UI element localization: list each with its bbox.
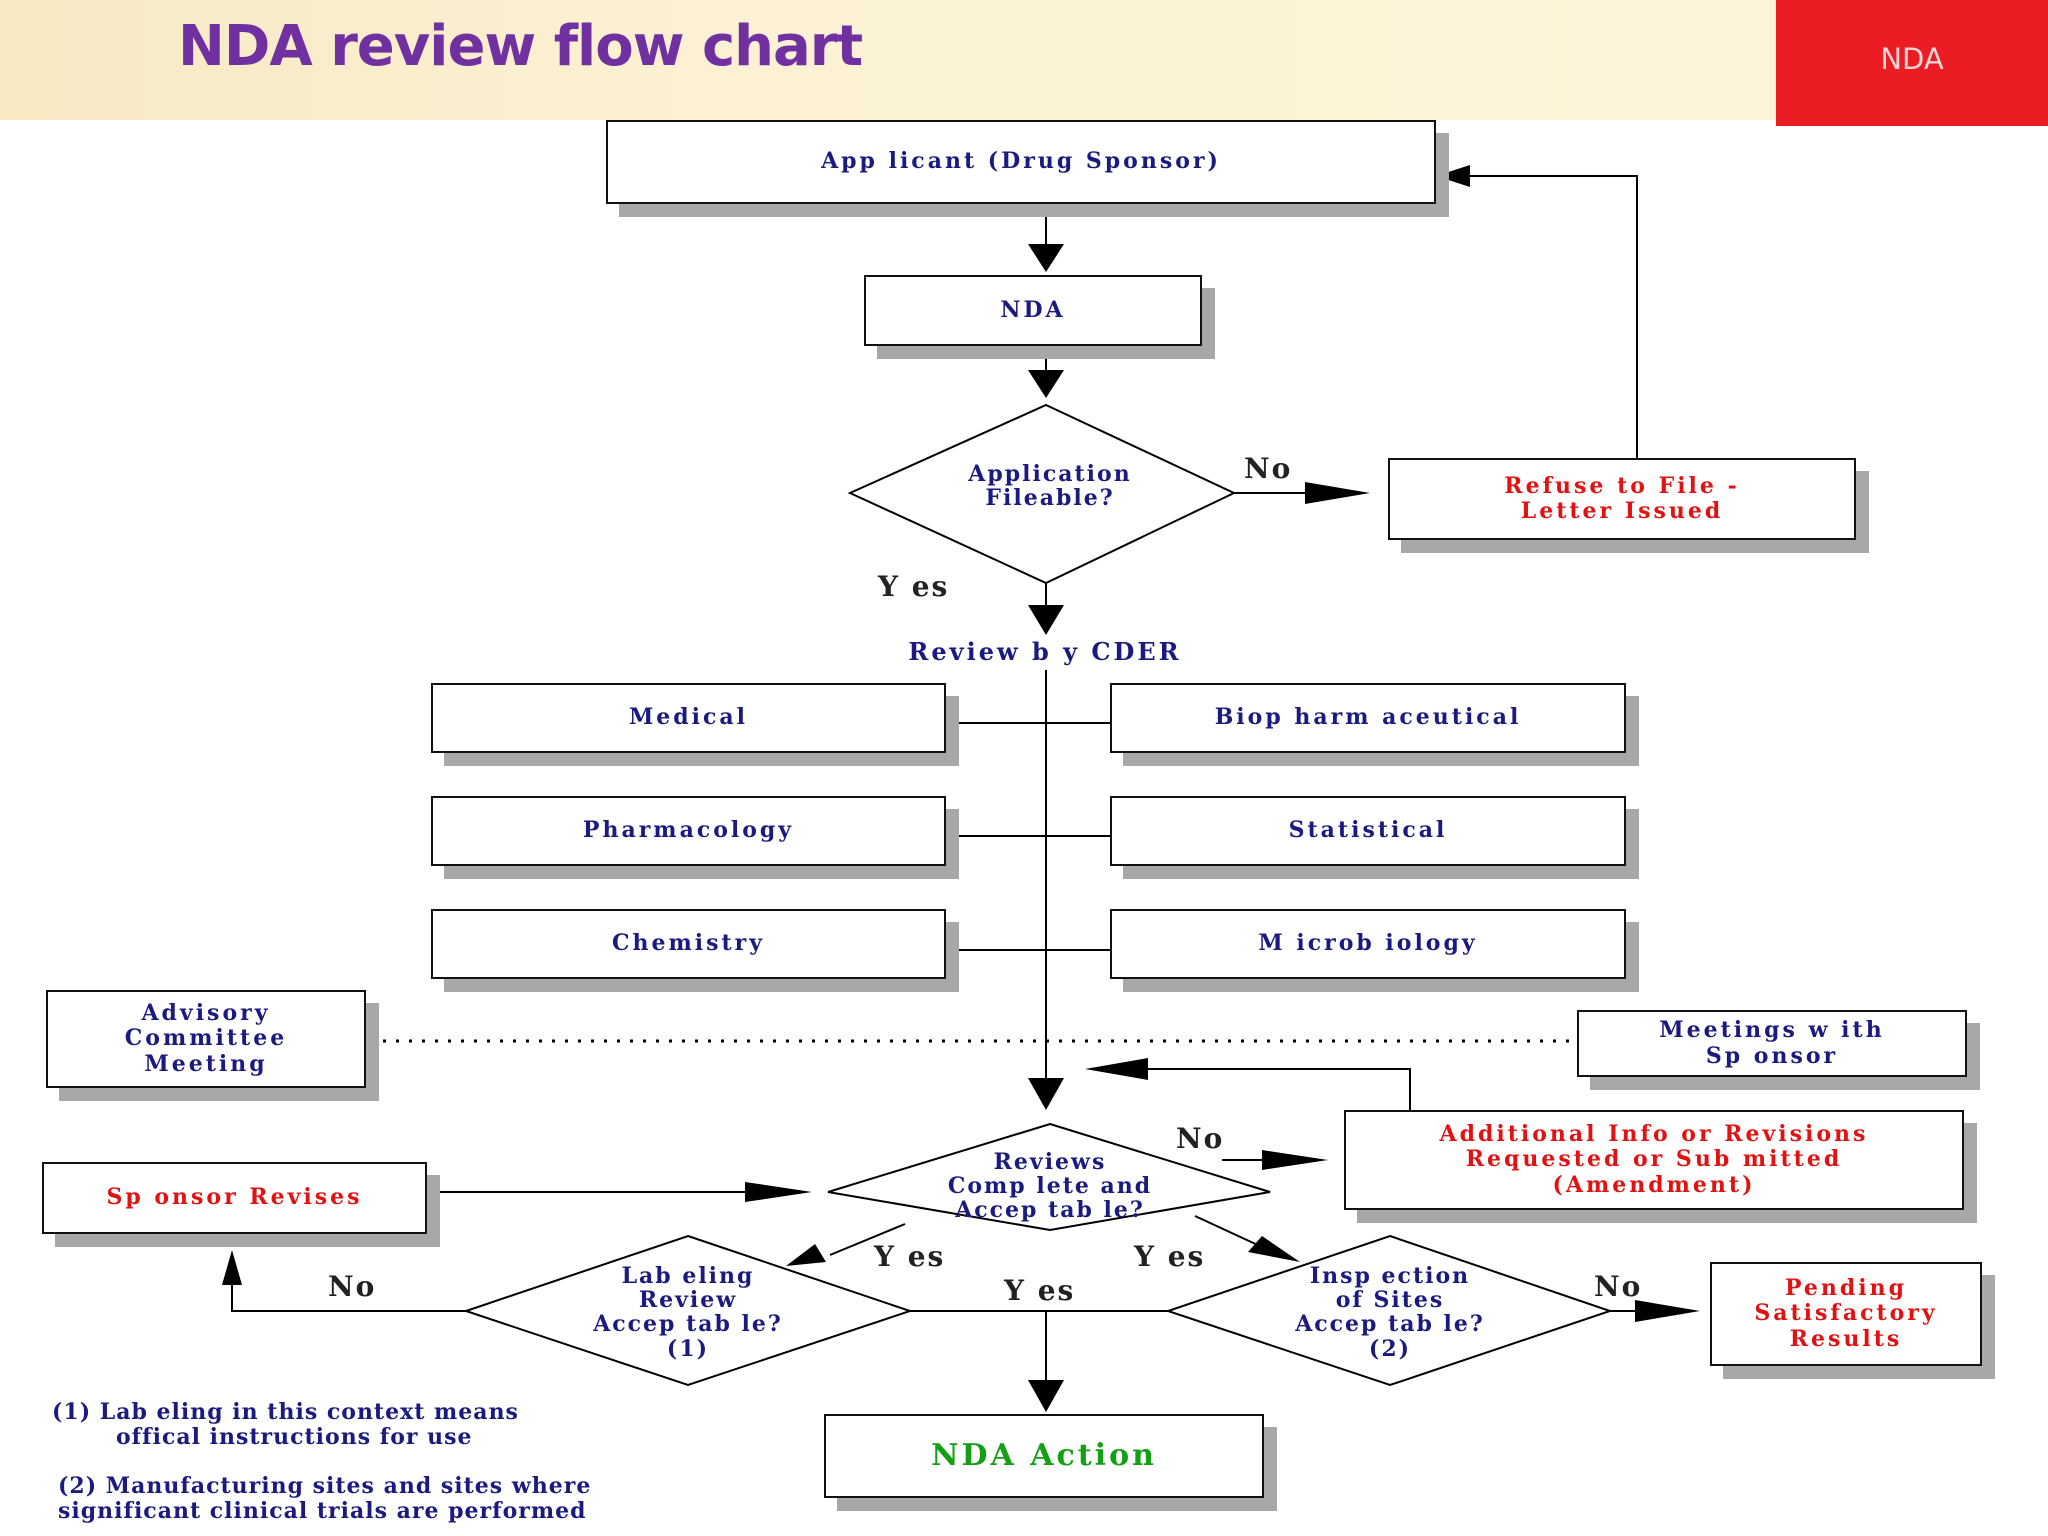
additional-info-line-2: Requested or Sub mitted xyxy=(1465,1146,1843,1173)
nda-box: NDA xyxy=(864,275,1202,346)
advisory-line-1: Advisory xyxy=(141,1000,271,1027)
fileable-label: Application Fileable? xyxy=(900,461,1200,512)
advisory-box: Advisory Committee Meeting xyxy=(46,990,366,1088)
review-by-cder-label: Review b y CDER xyxy=(908,637,1182,666)
microbiology-label: M icrob iology xyxy=(1258,930,1478,957)
pharmacology-box: Pharmacology xyxy=(431,796,946,866)
footnote-1-line-1: (1) Lab eling in this context means xyxy=(52,1399,519,1425)
labeling-label: Lab eling Review Accep tab le? (1) xyxy=(558,1264,818,1361)
refuse-line-1: Refuse to File - xyxy=(1504,472,1740,499)
medical-label: Medical xyxy=(628,704,749,731)
header-band: NDA review flow chart xyxy=(0,0,1776,120)
sponsor-revises-box: Sp onsor Revises xyxy=(42,1162,427,1234)
inspection-line-3: Accep tab le? xyxy=(1295,1311,1485,1338)
labeling-line-2: Review xyxy=(638,1287,738,1314)
nda-badge-label: NDA xyxy=(1880,42,1944,76)
statistical-label: Statistical xyxy=(1288,817,1448,844)
refuse-box: Refuse to File - Letter Issued xyxy=(1388,458,1856,540)
yes-fileable-label: Y es xyxy=(878,570,950,603)
inspection-line-4: (2) xyxy=(1368,1335,1412,1362)
footnote-1: (1) Lab eling in this context means offi… xyxy=(52,1399,519,1451)
pharmacology-label: Pharmacology xyxy=(582,817,795,844)
advisory-line-3: Meeting xyxy=(144,1050,268,1077)
meetings-line-1: Meetings w ith xyxy=(1659,1017,1885,1044)
meetings-box: Meetings w ith Sp onsor xyxy=(1577,1010,1967,1077)
no-labeling-label: No xyxy=(328,1270,377,1303)
nda-action-box: NDA Action xyxy=(824,1414,1264,1498)
applicant-label: App licant (Drug Sponsor) xyxy=(821,148,1221,175)
fileable-line-1: Application xyxy=(968,461,1132,487)
labeling-line-1: Lab eling xyxy=(621,1263,755,1289)
chemistry-label: Chemistry xyxy=(611,930,766,957)
no-inspection-label: No xyxy=(1594,1270,1643,1303)
statistical-box: Statistical xyxy=(1110,796,1626,866)
additional-info-line-3: (Amendment) xyxy=(1552,1171,1756,1198)
refuse-line-2: Letter Issued xyxy=(1520,498,1724,524)
nda-label: NDA xyxy=(1000,296,1066,323)
inspection-label: Insp ection of Sites Accep tab le? (2) xyxy=(1260,1264,1520,1361)
pending-line-1: Pending xyxy=(1784,1275,1908,1302)
microbiology-box: M icrob iology xyxy=(1110,909,1626,979)
pending-line-2: Satisfactory xyxy=(1754,1300,1938,1327)
page-title: NDA review flow chart xyxy=(178,14,863,79)
pending-line-3: Results xyxy=(1789,1325,1903,1352)
additional-info-line-1: Additional Info or Revisions xyxy=(1439,1121,1869,1148)
inspection-line-2: of Sites xyxy=(1335,1287,1445,1314)
nda-action-label: NDA Action xyxy=(931,1437,1157,1473)
yes-action-label: Y es xyxy=(1004,1274,1076,1307)
footnote-1-line-2: offical instructions for use xyxy=(116,1424,473,1451)
biopharm-box: Biop harm aceutical xyxy=(1110,683,1626,753)
reviews-line-1: Reviews xyxy=(993,1149,1107,1175)
footnote-2-line-2: significant clinical trials are performe… xyxy=(58,1498,587,1525)
medical-box: Medical xyxy=(431,683,946,753)
yes-inspection-label: Y es xyxy=(1134,1240,1206,1273)
reviews-line-2: Comp lete and xyxy=(947,1173,1153,1200)
labeling-line-4: (1) xyxy=(666,1335,710,1362)
labeling-line-3: Accep tab le? xyxy=(593,1311,783,1338)
footnote-2-line-1: (2) Manufacturing sites and sites where xyxy=(58,1473,592,1499)
no-fileable-label: No xyxy=(1244,452,1293,485)
advisory-line-2: Committee xyxy=(124,1025,288,1052)
yes-labeling-label: Y es xyxy=(874,1240,946,1273)
chemistry-box: Chemistry xyxy=(431,909,946,979)
no-reviews-label: No xyxy=(1176,1122,1225,1155)
meetings-line-2: Sp onsor xyxy=(1705,1042,1839,1069)
additional-info-box: Additional Info or Revisions Requested o… xyxy=(1344,1110,1964,1210)
biopharm-label: Biop harm aceutical xyxy=(1214,704,1522,731)
fileable-line-2: Fileable? xyxy=(985,485,1115,512)
reviews-complete-label: Reviews Comp lete and Accep tab le? xyxy=(900,1150,1200,1223)
inspection-line-1: Insp ection xyxy=(1309,1263,1471,1289)
nda-badge: NDA xyxy=(1776,0,2048,126)
sponsor-revises-label: Sp onsor Revises xyxy=(106,1184,363,1211)
footnote-2: (2) Manufacturing sites and sites where … xyxy=(58,1473,592,1525)
pending-box: Pending Satisfactory Results xyxy=(1710,1262,1982,1366)
applicant-box: App licant (Drug Sponsor) xyxy=(606,120,1436,204)
reviews-line-3: Accep tab le? xyxy=(955,1197,1145,1224)
